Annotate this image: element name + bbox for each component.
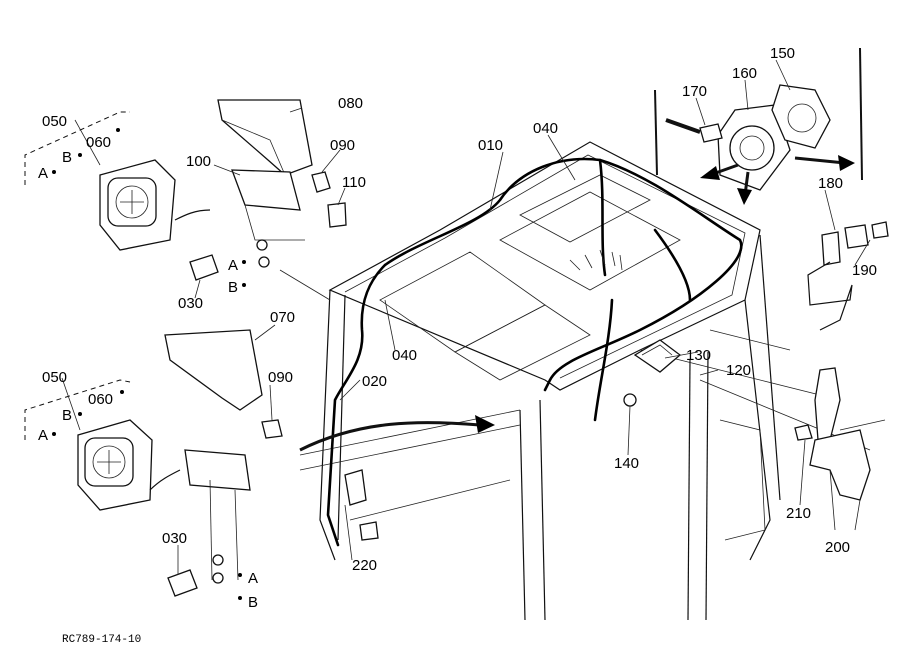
label-030-bot: 030 (162, 530, 187, 547)
label-040-mid: 040 (392, 347, 417, 364)
speaker-assembly (654, 47, 863, 191)
label-190: 190 (852, 262, 877, 279)
marker-dots (52, 128, 246, 600)
label-090-top: 090 (330, 137, 355, 154)
label-060-bot: 060 (88, 391, 113, 408)
connector-220 (344, 469, 379, 541)
lever-assembly (794, 367, 886, 501)
leader-lines (61, 59, 871, 575)
part-labels: 010 040 040 020 080 090 100 110 050 060 … (38, 45, 877, 646)
label-100: 100 (186, 153, 211, 170)
label-b-bot-left: B (62, 407, 72, 424)
label-a-top-right: A (228, 257, 238, 274)
direction-arrow (299, 155, 855, 452)
label-050-top: 050 (42, 113, 67, 130)
label-a-bot-right: A (248, 570, 258, 587)
label-a-bot-left: A (38, 427, 48, 444)
label-b-bot-right: B (248, 594, 258, 611)
label-050-bot: 050 (42, 369, 67, 386)
label-a-top-left: A (38, 165, 48, 182)
label-020: 020 (362, 373, 387, 390)
label-160: 160 (732, 65, 757, 82)
label-140: 140 (614, 455, 639, 472)
label-b-top-left: B (62, 149, 72, 166)
label-110: 110 (342, 174, 366, 191)
label-040-top: 040 (533, 120, 558, 137)
label-220: 220 (352, 557, 377, 574)
label-170: 170 (682, 83, 707, 100)
reference-code: RC789-174-10 (62, 634, 141, 646)
control-panel (623, 339, 682, 407)
lower-work-light (24, 329, 283, 597)
upper-work-light (24, 99, 347, 281)
label-080: 080 (338, 95, 363, 112)
label-130: 130 (686, 347, 711, 364)
label-150: 150 (770, 45, 795, 62)
label-090-bot: 090 (268, 369, 293, 386)
label-200: 200 (825, 539, 850, 556)
label-180: 180 (818, 175, 843, 192)
label-120: 120 (726, 362, 751, 379)
cab-frame (279, 141, 871, 621)
label-210: 210 (786, 505, 811, 522)
label-030-top: 030 (178, 295, 203, 312)
antenna-bracket (807, 221, 889, 331)
label-010: 010 (478, 137, 503, 154)
wire-harness (326, 157, 743, 547)
label-b-top-right: B (228, 279, 238, 296)
label-070: 070 (270, 309, 295, 326)
label-060-top: 060 (86, 134, 111, 151)
